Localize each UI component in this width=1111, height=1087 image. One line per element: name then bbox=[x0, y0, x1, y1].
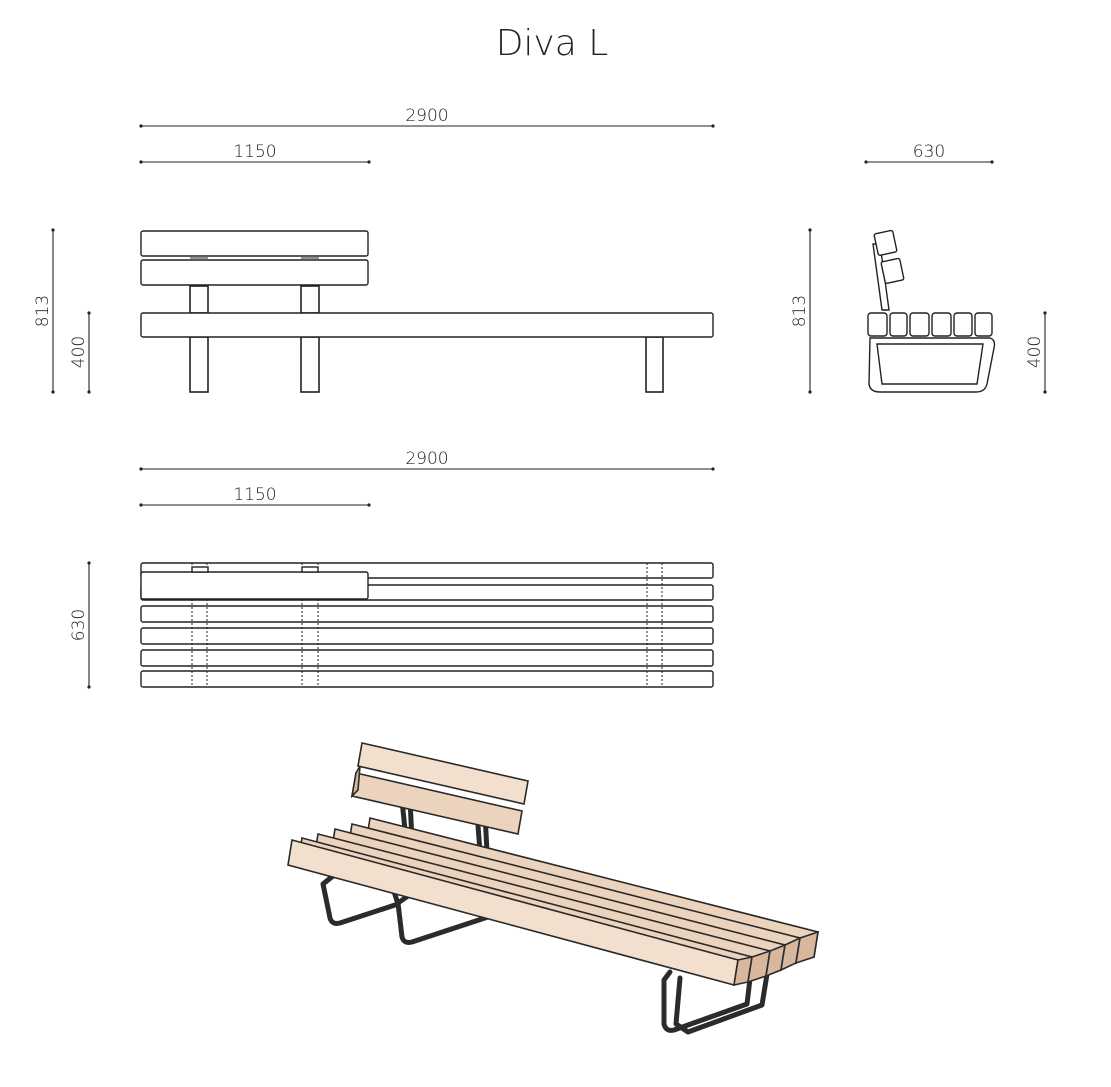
dim-top-overall-length: 2900 bbox=[139, 449, 715, 471]
side-view: 630 813 400 bbox=[790, 142, 1047, 394]
dim-label-top-backrest-length: 1150 bbox=[233, 485, 276, 505]
metal-leg-frame bbox=[320, 864, 401, 926]
backrest-slat bbox=[140, 230, 369, 257]
dim-top-depth: 630 bbox=[69, 561, 91, 689]
backrest-slat bbox=[140, 259, 369, 286]
backrest-slat-end bbox=[350, 765, 361, 799]
side-seat-slat bbox=[974, 312, 993, 337]
dim-side-overall-height: 813 bbox=[790, 228, 812, 394]
backrest-slat-3d bbox=[357, 742, 529, 805]
side-seat-slat bbox=[867, 312, 888, 337]
side-backrest-slat bbox=[880, 257, 905, 284]
side-backrest-slat bbox=[873, 229, 898, 256]
side-seat-slat bbox=[931, 312, 952, 337]
front-leg bbox=[189, 336, 209, 393]
top-backrest-post bbox=[301, 566, 319, 573]
seat-slat-end bbox=[795, 930, 819, 965]
top-view: 2900 1150 630 bbox=[69, 449, 715, 689]
front-view: 2900 1150 813 400 bbox=[33, 106, 715, 394]
side-frame-inner bbox=[876, 343, 984, 385]
dim-label-top-depth: 630 bbox=[69, 609, 89, 641]
drawing-title: Diva L bbox=[496, 23, 609, 64]
side-seat-slat bbox=[953, 312, 973, 337]
backrest-post bbox=[189, 285, 209, 314]
dim-top-backrest-length: 1150 bbox=[139, 485, 371, 507]
bench-3d-illustration bbox=[287, 742, 819, 1035]
metal-leg-frame bbox=[661, 959, 755, 1033]
front-leg bbox=[300, 336, 320, 393]
top-seat-slat bbox=[140, 627, 714, 645]
top-backrest-post bbox=[191, 566, 209, 573]
dim-label-top-overall-length: 2900 bbox=[405, 449, 448, 469]
dim-label-seat-height: 400 bbox=[69, 336, 89, 368]
dim-label-overall-length: 2900 bbox=[405, 106, 448, 126]
side-seat-slat bbox=[889, 312, 908, 337]
dim-label-side-overall-height: 813 bbox=[790, 295, 810, 327]
dim-label-depth: 630 bbox=[913, 142, 945, 162]
dim-label-side-seat-height: 400 bbox=[1025, 336, 1045, 368]
metal-leg-frame bbox=[673, 965, 771, 1035]
top-seat-slat bbox=[140, 649, 714, 667]
top-seat-slat bbox=[140, 670, 714, 688]
seat-slat bbox=[140, 312, 714, 338]
dim-label-backrest-length: 1150 bbox=[233, 142, 276, 162]
dim-front-overall-height: 813 bbox=[33, 228, 55, 394]
dim-side-seat-height: 400 bbox=[1025, 311, 1047, 394]
dim-side-depth: 630 bbox=[864, 142, 994, 164]
dim-front-overall-length: 2900 bbox=[139, 106, 715, 128]
top-backrest bbox=[140, 571, 369, 600]
dim-front-backrest-length: 1150 bbox=[139, 142, 371, 164]
front-leg bbox=[645, 336, 664, 393]
backrest-post bbox=[300, 285, 320, 314]
dim-label-overall-height: 813 bbox=[33, 295, 53, 327]
top-seat-slat bbox=[140, 605, 714, 623]
metal-leg-frame bbox=[395, 881, 497, 945]
side-seat-slat bbox=[909, 312, 930, 337]
dim-front-seat-height: 400 bbox=[69, 311, 91, 394]
